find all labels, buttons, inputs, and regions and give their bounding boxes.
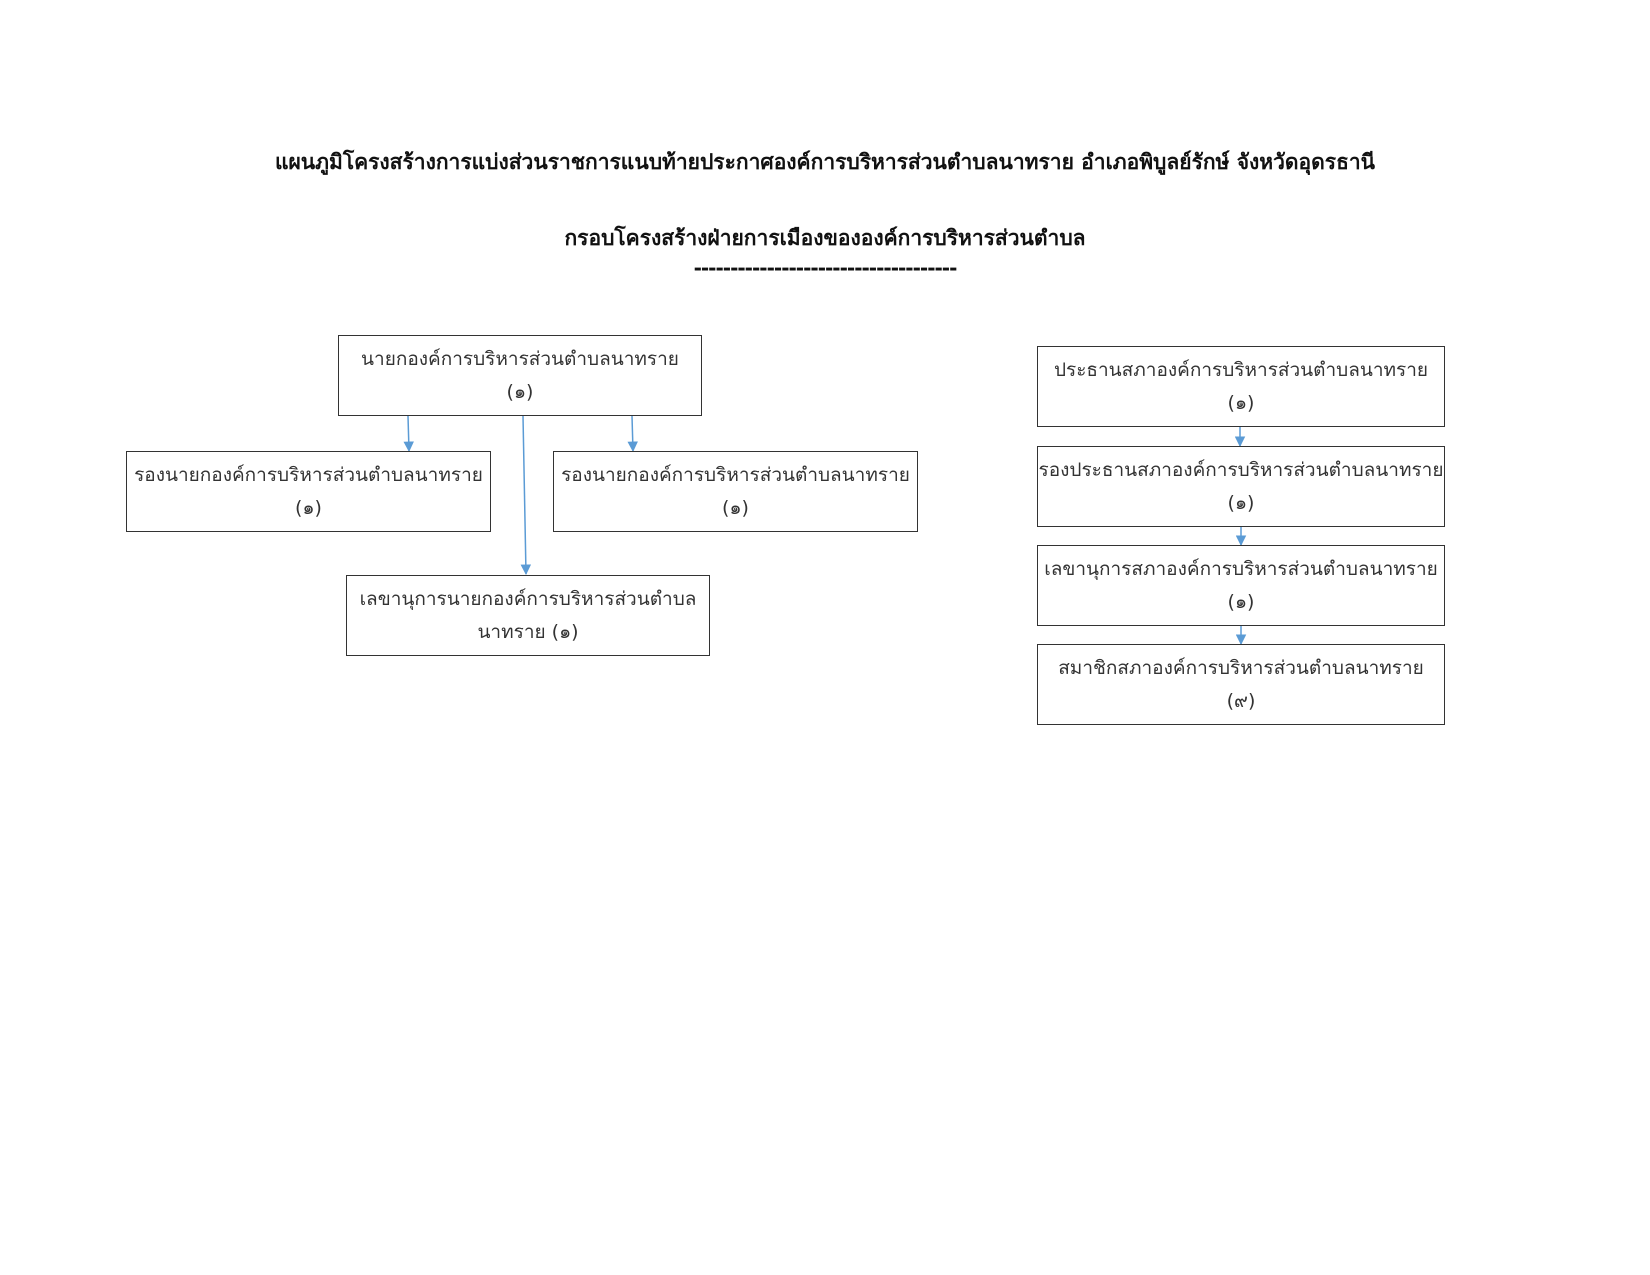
- deputy-mayor-left-count: (๑): [295, 496, 322, 519]
- mayor-title: นายกองค์การบริหารส่วนตำบลนาทราย: [361, 347, 679, 370]
- deputy-mayor-left-title: รองนายกองค์การบริหารส่วนตำบลนาทราย: [134, 463, 483, 486]
- mayor-box: นายกองค์การบริหารส่วนตำบลนาทราย (๑): [338, 335, 702, 416]
- council-vice-president-box: รองประธานสภาองค์การบริหารส่วนตำบลนาทราย …: [1037, 446, 1445, 527]
- council-members-box: สมาชิกสภาองค์การบริหารส่วนตำบลนาทราย (๙): [1037, 644, 1445, 725]
- council-vice-president-count: (๑): [1227, 491, 1255, 514]
- arrow-mayor-to-secretary: [520, 415, 532, 576]
- council-president-count: (๑): [1227, 391, 1255, 414]
- arrow-mayor-to-deputy-right: [627, 415, 638, 453]
- mayor-count: (๑): [506, 380, 534, 403]
- mayor-secretary-box: เลขานุการนายกองค์การบริหารส่วนตำบล นาทรา…: [346, 575, 710, 656]
- council-president-title: ประธานสภาองค์การบริหารส่วนตำบลนาทราย: [1053, 358, 1429, 381]
- title-divider: ------------------------------------: [693, 256, 958, 280]
- council-president-box: ประธานสภาองค์การบริหารส่วนตำบลนาทราย (๑): [1037, 346, 1445, 427]
- council-secretary-count: (๑): [1227, 590, 1255, 613]
- deputy-mayor-right-title: รองนายกองค์การบริหารส่วนตำบลนาทราย: [561, 463, 910, 486]
- council-vice-president-title: รองประธานสภาองค์การบริหารส่วนตำบลนาทราย: [1038, 458, 1444, 481]
- page-title: แผนภูมิโครงสร้างการแบ่งส่วนราชการแนบท้าย…: [274, 150, 1376, 174]
- page-subtitle: กรอบโครงสร้างฝ่ายการเมืองขององค์การบริหา…: [564, 226, 1086, 250]
- council-secretary-box: เลขานุการสภาองค์การบริหารส่วนตำบลนาทราย …: [1037, 545, 1445, 626]
- deputy-mayor-right-count: (๑): [722, 496, 749, 519]
- mayor-secretary-count: นาทราย (๑): [477, 620, 579, 643]
- council-members-title: สมาชิกสภาองค์การบริหารส่วนตำบลนาทราย: [1058, 656, 1424, 679]
- council-members-count: (๙): [1226, 689, 1256, 712]
- arrow-mayor-to-deputy-left: [403, 415, 414, 453]
- mayor-secretary-title: เลขานุการนายกองค์การบริหารส่วนตำบล: [359, 587, 697, 610]
- deputy-mayor-right-box: รองนายกองค์การบริหารส่วนตำบลนาทราย (๑): [553, 451, 918, 532]
- council-secretary-title: เลขานุการสภาองค์การบริหารส่วนตำบลนาทราย: [1044, 557, 1438, 580]
- deputy-mayor-left-box: รองนายกองค์การบริหารส่วนตำบลนาทราย (๑): [126, 451, 491, 532]
